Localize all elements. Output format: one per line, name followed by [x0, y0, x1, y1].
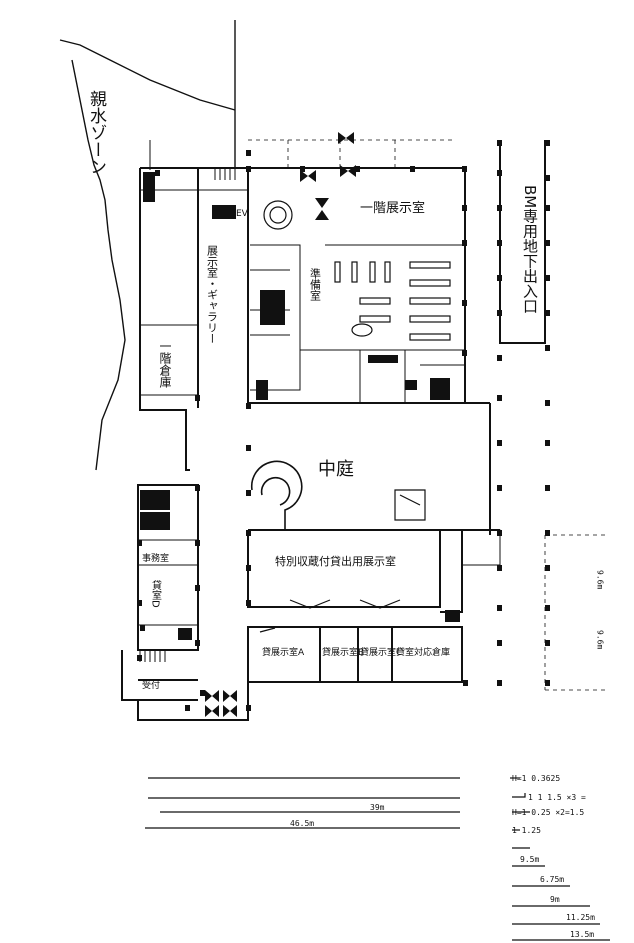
scale-note-3: H=1 0.25 ×2=1.5	[512, 808, 584, 817]
columns	[137, 140, 550, 711]
label-grade-storage: 一階倉庫	[158, 340, 172, 389]
label-storage-a: 貸展示室A	[262, 646, 305, 658]
label-storage-b: 貸展示室B	[322, 646, 364, 658]
courtyard-structure	[394, 489, 426, 521]
label-courtyard: 中庭	[318, 459, 354, 480]
display-cases	[263, 200, 451, 341]
label-storage-dep: 貸室対応倉庫	[396, 646, 450, 658]
scale-note-1: H=1 0.3625	[512, 774, 560, 783]
label-reception: 受付	[142, 679, 160, 691]
label-ev: EV	[236, 209, 249, 219]
dim-mark-5: 13.5m	[570, 930, 594, 939]
dim-mark-2: 6.75m	[540, 875, 564, 884]
side-dim-2: 9.6m	[596, 630, 605, 649]
label-storage-c: 貸展示室C	[360, 646, 402, 658]
label-bm-entrance: BM専用地下出入口	[521, 185, 539, 313]
service-blocks	[140, 172, 460, 640]
label-exhibition-e: 特別収蔵付貸出用展示室	[275, 554, 396, 568]
label-dim-39m: 39m	[370, 803, 385, 812]
label-gallery-corridor: 展示室・ギャラリー	[206, 245, 219, 344]
label-storage-d: 貸室D	[150, 579, 162, 608]
dim-mark-3: 9m	[550, 895, 560, 904]
door-symbols	[205, 132, 356, 717]
label-office: 事務室	[142, 552, 169, 564]
label-room-1f: 一階展示室	[360, 200, 425, 216]
label-water-zone: 親水ゾーン	[86, 90, 107, 175]
dimension-lines	[145, 777, 610, 941]
label-dim-46m: 46.5m	[290, 819, 314, 828]
side-dim-1: 9.6m	[596, 570, 605, 589]
label-prep-room: 準備室	[309, 267, 322, 301]
exhibition-fixtures	[259, 599, 401, 633]
dim-mark-1: 9.5m	[520, 855, 539, 864]
spiral-stair	[250, 460, 303, 530]
stair-hatch	[139, 168, 236, 662]
dim-mark-4: 11.25m	[566, 913, 595, 922]
scale-note-4: 1 1.25	[512, 826, 541, 835]
water-zone-boundary	[59, 20, 236, 471]
scale-note-2: 1 1 1.5 ×3 =	[528, 793, 586, 802]
